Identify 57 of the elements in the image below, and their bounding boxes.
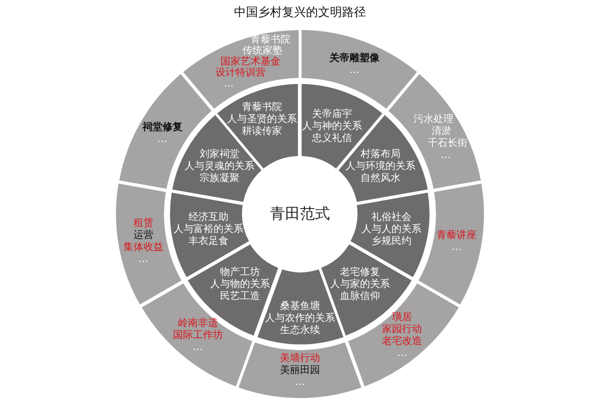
- segment-text: 祠堂修复: [142, 122, 182, 134]
- segment-text: 桑基鱼塘: [280, 300, 320, 312]
- segment-text: 设计特训营: [216, 67, 266, 78]
- center-label: 青田范式: [270, 204, 330, 224]
- segment-text: 忠义礼信: [312, 132, 352, 145]
- segment-text: …: [192, 342, 203, 354]
- segment-text: 村落布局: [360, 149, 401, 160]
- segment-text: …: [138, 254, 148, 266]
- segment-text: 人与富裕的关系: [173, 224, 244, 236]
- segment-text: 人与神的关系: [302, 120, 362, 132]
- segment-text: …: [452, 242, 462, 254]
- segment-text: 集体收益: [123, 242, 164, 254]
- segment-text: 生态永续: [280, 324, 320, 337]
- segment-text: 清淤: [432, 126, 452, 138]
- segment-text: …: [157, 134, 168, 146]
- segment-text: 物产工坊: [220, 267, 260, 278]
- segment-text: 青藜书院: [242, 102, 282, 114]
- segment-text: 人与环境的关系: [346, 161, 416, 172]
- segment-text: 老宅修复: [340, 267, 380, 278]
- segment-text: 人与农作的关系: [264, 312, 335, 324]
- segment-text: 国际工作坊: [172, 330, 223, 342]
- diagram-title: 中国乡村复兴的文明路径: [233, 4, 367, 21]
- segment-text: 运营: [133, 230, 154, 242]
- segment-text: 礼俗社会: [372, 212, 412, 224]
- segment-text: 关帝雕塑像: [329, 52, 380, 65]
- segment-text: 乡规民约: [372, 236, 412, 248]
- segment-text: 千石长街: [428, 138, 468, 150]
- segment-text: 丰衣足食: [188, 236, 228, 248]
- segment-text: 传统家塾: [242, 45, 283, 56]
- segment-text: 关帝庙宇: [312, 108, 352, 120]
- segment-text: 刘家祠堂: [199, 149, 240, 160]
- segment-text: 自然风水: [360, 173, 401, 186]
- segment-text: 租赁: [133, 218, 154, 230]
- segment-text: 美墙行动: [280, 352, 320, 364]
- segment-text: 耕读传家: [242, 126, 282, 138]
- segment-text: 人与灵魂的关系: [184, 161, 254, 172]
- segment-text: …: [440, 150, 451, 162]
- segment-text: …: [294, 376, 305, 389]
- segment-text: 污水处理: [414, 114, 454, 126]
- segment-text: 民艺工造: [220, 291, 260, 304]
- segment-text: 血脉信仰: [340, 291, 380, 304]
- segment-text: 国家艺术基金: [220, 56, 281, 68]
- segment-text: 璜居: [392, 312, 412, 324]
- segment-text: 人与圣贤的关系: [227, 114, 298, 126]
- segment-text: 人与家的关系: [330, 279, 390, 290]
- segment-text: 老宅改造: [382, 336, 422, 348]
- segment-text: 经济互助: [188, 212, 228, 224]
- segment-text: …: [397, 348, 408, 360]
- segment-text: 人与人的关系: [362, 224, 422, 236]
- segment-text: 人与物的关系: [210, 279, 270, 290]
- segment-text: …: [224, 78, 234, 90]
- segment-text: 青藜讲座: [436, 230, 477, 242]
- segment-text: …: [349, 64, 360, 77]
- segment-text: 家园行动: [382, 324, 422, 336]
- segment-text: 美丽田园: [280, 364, 320, 377]
- segment-text: 宗族凝聚: [199, 173, 240, 186]
- segment-text: 岭南非遗: [178, 318, 218, 330]
